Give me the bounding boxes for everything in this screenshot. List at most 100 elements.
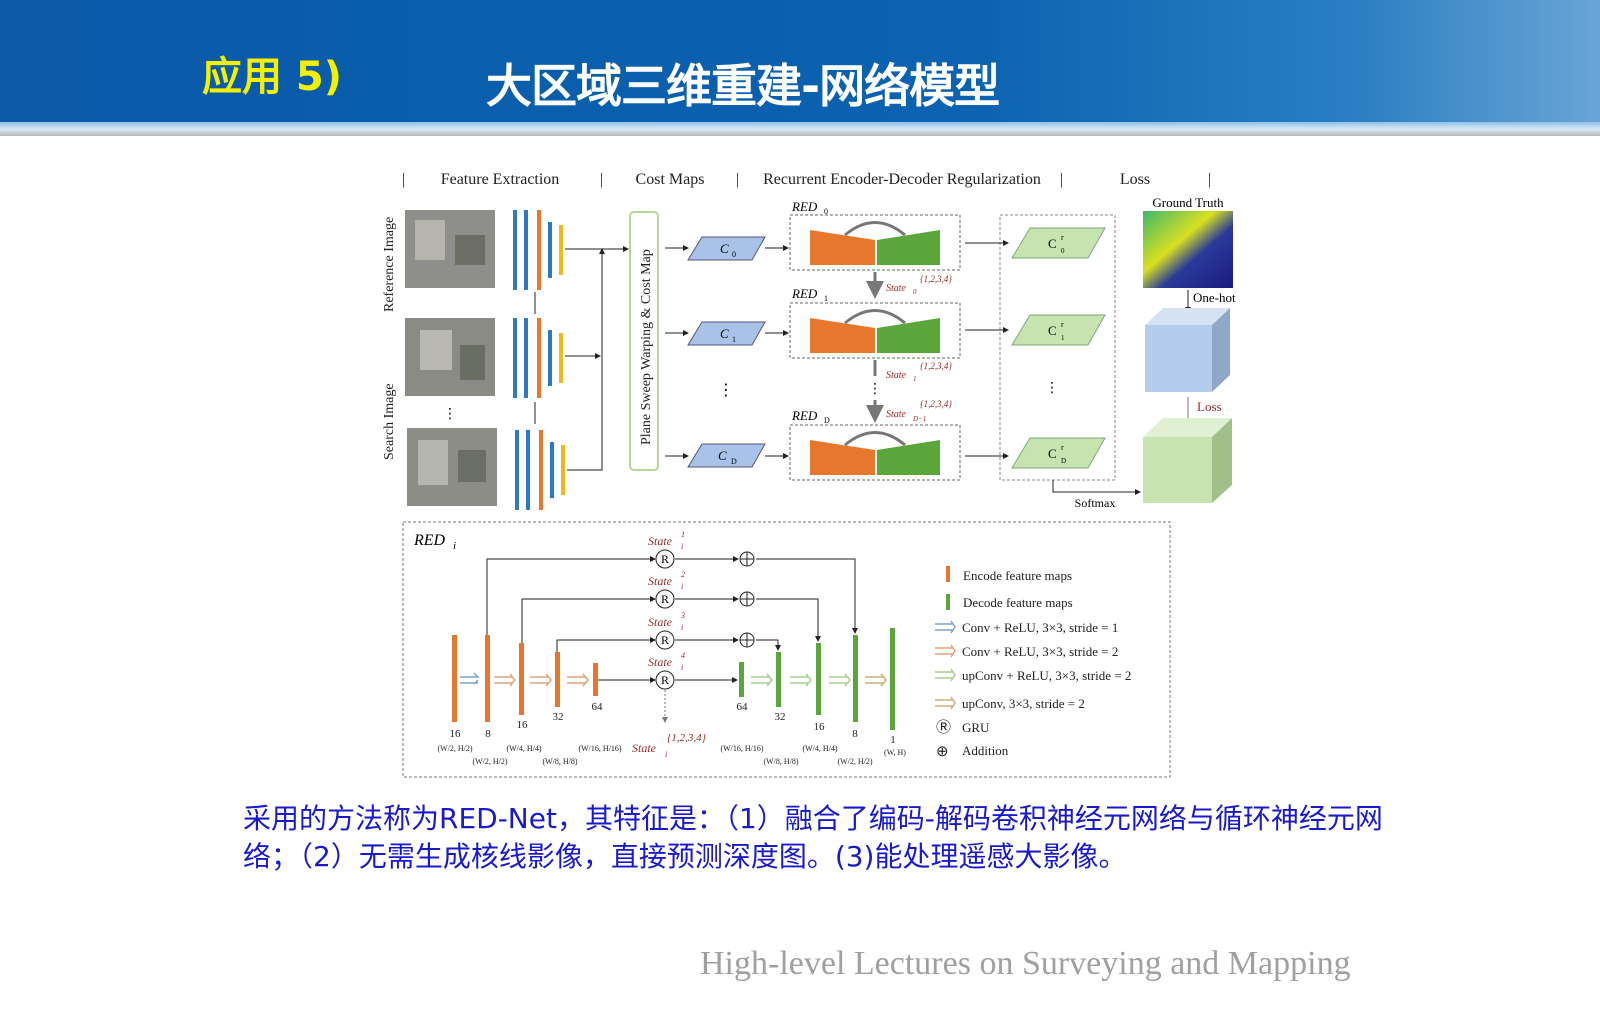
divider: | xyxy=(1060,171,1063,188)
svg-text:1: 1 xyxy=(824,294,828,303)
red-block-d: RED D xyxy=(789,408,961,481)
svg-text:r: r xyxy=(1061,233,1064,242)
svg-text:⋮: ⋮ xyxy=(1045,380,1059,396)
svg-text:State: State xyxy=(648,655,673,669)
svg-text:8: 8 xyxy=(485,728,491,740)
search-image-label: Search Image xyxy=(382,383,397,460)
svg-text:RED: RED xyxy=(791,199,818,214)
svg-text:Encode feature maps: Encode feature maps xyxy=(963,568,1072,583)
svg-text:32: 32 xyxy=(553,711,564,723)
svg-text:64: 64 xyxy=(737,701,749,713)
section-cost-maps: Cost Maps xyxy=(636,171,705,188)
svg-text:GRU: GRU xyxy=(962,720,990,735)
ground-truth-image xyxy=(1143,211,1233,288)
dots: ⋮ xyxy=(443,406,457,422)
svg-text:i: i xyxy=(665,750,667,759)
reference-image-label: Reference Image xyxy=(382,217,397,312)
divider: | xyxy=(402,171,405,188)
one-hot-cube xyxy=(1145,308,1230,392)
softmax-label: Softmax xyxy=(1075,496,1116,510)
svg-text:⋮: ⋮ xyxy=(868,381,882,397)
section-headers: | Feature Extraction | Cost Maps | Recur… xyxy=(402,171,1211,188)
svg-text:State: State xyxy=(886,283,907,294)
svg-text:D: D xyxy=(731,457,737,466)
svg-text:(W/16, H/16): (W/16, H/16) xyxy=(720,744,763,753)
svg-text:D−1: D−1 xyxy=(912,415,926,423)
svg-text:64: 64 xyxy=(592,701,604,713)
svg-text:16: 16 xyxy=(517,719,529,731)
description-text: 采用的方法称为RED-Net，其特征是：（1）融合了编码-解码卷积神经元网络与循… xyxy=(243,802,1383,873)
section-regularization: Recurrent Encoder-Decoder Regularization xyxy=(763,171,1041,188)
svg-text:(W/16, H/16): (W/16, H/16) xyxy=(578,744,621,753)
loss-label: Loss xyxy=(1197,399,1222,414)
svg-text:State: State xyxy=(648,534,673,548)
channel-labels: 16 8 16 32 64 64 32 16 8 1 xyxy=(450,701,896,746)
svg-text:2: 2 xyxy=(681,570,685,579)
app-label: 应用 5) xyxy=(202,54,343,100)
svg-text:{1,2,3,4}: {1,2,3,4} xyxy=(920,274,952,284)
svg-text:R: R xyxy=(661,673,669,687)
svg-text:r: r xyxy=(1061,443,1064,452)
red-block-0: RED 0 xyxy=(789,199,961,271)
svg-text:Decode feature maps: Decode feature maps xyxy=(963,595,1073,610)
size-labels: (W/2, H/2) (W/2, H/2) (W/4, H/4) (W/8, H… xyxy=(437,744,906,766)
svg-text:(W/8, H/8): (W/8, H/8) xyxy=(763,757,798,766)
divider: | xyxy=(600,171,603,188)
svg-text:upConv, 3×3, stride = 2: upConv, 3×3, stride = 2 xyxy=(962,696,1085,711)
svg-text:1: 1 xyxy=(890,734,896,746)
svg-text:RED: RED xyxy=(791,286,818,301)
svg-text:i: i xyxy=(681,542,683,551)
svg-text:1: 1 xyxy=(913,375,917,383)
svg-text:i: i xyxy=(681,623,683,632)
svg-text:{1,2,3,4}: {1,2,3,4} xyxy=(920,361,952,371)
svg-text:i: i xyxy=(453,540,456,552)
svg-text:{1,2,3,4}: {1,2,3,4} xyxy=(920,399,952,409)
svg-text:(W, H): (W, H) xyxy=(884,748,906,757)
svg-text:4: 4 xyxy=(681,651,685,660)
svg-text:(W/4, H/4): (W/4, H/4) xyxy=(802,744,837,753)
svg-text:0: 0 xyxy=(732,250,736,259)
input-images: ⋮ xyxy=(405,210,497,506)
svg-text:D: D xyxy=(824,416,830,425)
svg-text:State: State xyxy=(632,741,657,755)
svg-text:i: i xyxy=(681,663,683,672)
svg-text:Addition: Addition xyxy=(962,743,1009,758)
svg-text:RED: RED xyxy=(791,408,818,423)
svg-text:i: i xyxy=(681,582,683,591)
conv-arrows xyxy=(460,672,887,687)
section-feature-extraction: Feature Extraction xyxy=(441,171,560,188)
svg-text:State: State xyxy=(886,409,907,420)
svg-text:1: 1 xyxy=(681,530,685,539)
svg-text:r: r xyxy=(1061,320,1064,329)
plane-sweep-label: Plane Sweep Warping & Cost Map xyxy=(639,249,654,445)
svg-text:1: 1 xyxy=(732,335,736,344)
svg-text:⋮: ⋮ xyxy=(718,380,734,399)
svg-text:C: C xyxy=(1048,323,1057,338)
svg-text:0: 0 xyxy=(824,207,828,216)
svg-text:(W/8, H/8): (W/8, H/8) xyxy=(542,757,577,766)
svg-text:0: 0 xyxy=(913,288,917,296)
svg-text:R: R xyxy=(661,633,669,647)
divider: | xyxy=(1208,171,1211,188)
gru-nodes: R R R R xyxy=(655,549,675,690)
svg-text:C: C xyxy=(718,448,727,463)
svg-text:(W/2, H/2): (W/2, H/2) xyxy=(837,757,872,766)
svg-text:8: 8 xyxy=(852,728,858,740)
slide-header xyxy=(0,0,1600,125)
svg-text:(W/2, H/2): (W/2, H/2) xyxy=(437,744,472,753)
svg-text:3: 3 xyxy=(680,611,685,620)
section-loss: Loss xyxy=(1120,171,1150,188)
svg-text:{1,2,3,4}: {1,2,3,4} xyxy=(667,732,707,744)
svg-text:upConv + ReLU, 3×3, stride = 2: upConv + ReLU, 3×3, stride = 2 xyxy=(962,668,1131,683)
ground-truth-label: Ground Truth xyxy=(1152,195,1224,210)
svg-text:Conv + ReLU, 3×3, stride = 2: Conv + ReLU, 3×3, stride = 2 xyxy=(962,644,1118,659)
